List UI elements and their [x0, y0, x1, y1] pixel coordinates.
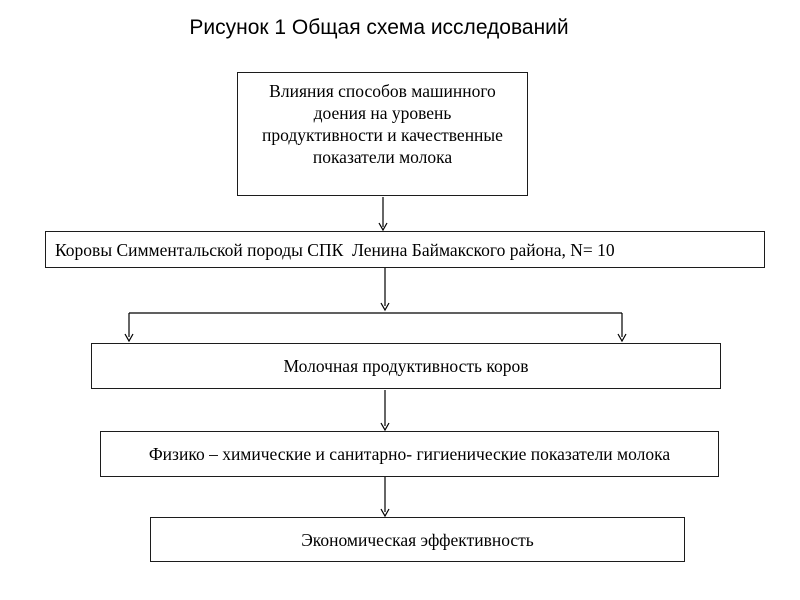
box-economic-efficiency: Экономическая эффективность — [150, 517, 685, 562]
box-milk-quality-text: Физико – химические и санитарно- гигиени… — [148, 444, 671, 464]
box-research-topic: Влияния способов машинного доения на уро… — [237, 72, 528, 196]
box-herd-text: Коровы Симментальской породы СПК Ленина … — [55, 239, 615, 260]
box-milk-quality: Физико – химические и санитарно- гигиени… — [100, 431, 719, 477]
arrow-branch-left — [124, 313, 134, 343]
box-milk-productivity-text: Молочная продуктивность коров — [283, 356, 529, 376]
arrow-productivity-to-quality — [380, 390, 390, 432]
arrow-branch-right — [617, 313, 627, 343]
figure-caption: Рисунок 1 Общая схема исследований — [189, 16, 569, 39]
arrow-topic-to-herd — [378, 197, 388, 232]
box-economic-efficiency-text: Экономическая эффективность — [301, 529, 534, 550]
arrow-quality-to-economics — [380, 477, 390, 518]
box-herd: Коровы Симментальской породы СПК Ленина … — [45, 231, 765, 268]
arrow-herd-to-branch — [380, 268, 390, 312]
box-milk-productivity: Молочная продуктивность коров — [91, 343, 721, 389]
box-research-topic-text: Влияния способов машинного доения на уро… — [262, 81, 503, 167]
